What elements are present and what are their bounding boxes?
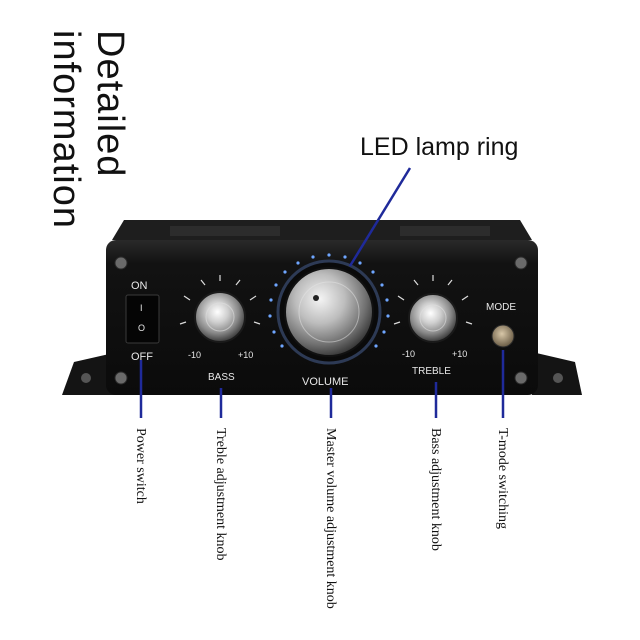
screw-bottom-right — [514, 371, 528, 385]
switch-on-label: ON — [131, 280, 148, 292]
screw-bottom-left — [114, 371, 128, 385]
left-mount-flange — [62, 352, 118, 395]
volume-knob[interactable] — [284, 267, 374, 357]
top-label-strip — [170, 226, 280, 236]
right-flange-screw — [553, 373, 563, 383]
callout-lines — [139, 167, 505, 418]
led-callout-line — [348, 167, 412, 267]
bass-label: BASS — [208, 372, 235, 383]
treble-max-label: +10 — [452, 349, 467, 359]
switch-on-mark: I — [140, 303, 143, 313]
left-flange-screw — [81, 373, 91, 383]
screw-top-left — [114, 256, 128, 270]
treble-label: TREBLE — [412, 366, 451, 377]
bass-max-label: +10 — [238, 350, 253, 360]
led-lamp-ring-label: LED lamp ring — [360, 133, 519, 161]
bass-knob-callout: Bass adjustment knob — [428, 428, 443, 551]
switch-off-label: OFF — [131, 351, 153, 363]
bass-knob[interactable] — [194, 291, 246, 343]
mode-button[interactable] — [491, 324, 515, 348]
treble-min-label: -10 — [402, 349, 415, 359]
bass-knob-ticks — [179, 275, 261, 325]
volume-label: VOLUME — [302, 376, 348, 388]
bass-min-label: -10 — [188, 350, 201, 360]
mode-label: MODE — [486, 302, 516, 313]
power-switch[interactable] — [125, 294, 160, 344]
screw-top-right — [514, 256, 528, 270]
led-lamp-ring — [268, 253, 390, 348]
volume-knob-indicator — [313, 295, 319, 301]
top-label-strip-2 — [400, 226, 490, 236]
treble-knob[interactable] — [408, 293, 458, 343]
treble-knob-callout: Treble adjustment knob — [213, 428, 228, 561]
treble-knob-ticks — [393, 275, 473, 325]
master-volume-callout: Master volume adjustment knob — [323, 428, 338, 609]
power-switch-callout: Power switch — [133, 428, 148, 504]
tmode-callout: T-mode switching — [495, 428, 510, 529]
switch-off-mark: O — [138, 323, 145, 333]
